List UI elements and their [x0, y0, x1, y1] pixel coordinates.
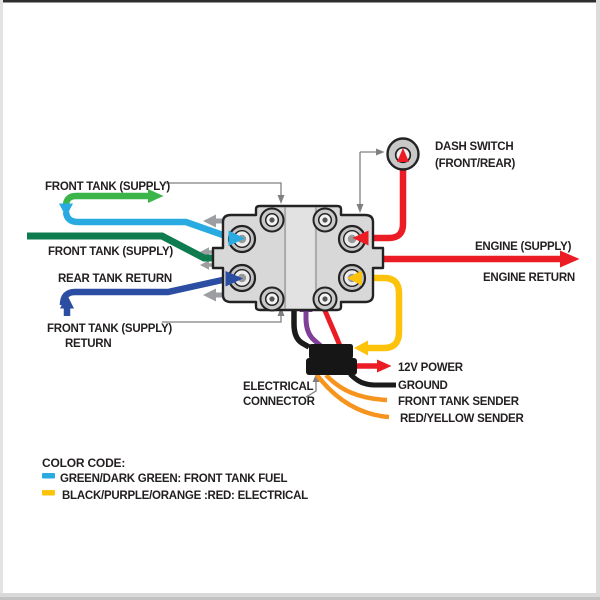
- label-12v-power: 12V POWER: [398, 362, 464, 374]
- wire-orange-red-yellow-sender: [315, 373, 390, 420]
- label-front-tank-return-line2: RETURN: [65, 338, 111, 350]
- wire-purple-valve-to-connector: [303, 305, 324, 349]
- label-electrical-line1: ELECTRICAL: [243, 381, 314, 393]
- frame-bottom-edge: [0, 593, 600, 600]
- wire-black-ground: [348, 372, 396, 388]
- wire-darkgreen-front-supply: [27, 232, 216, 262]
- label-ground: GROUND: [398, 380, 448, 392]
- valve-ports: [227, 224, 367, 293]
- label-dash-switch-line1: DASH SWITCH: [435, 141, 513, 153]
- selector-valve: [211, 204, 385, 312]
- green-arrowhead-right: [148, 189, 164, 203]
- screw-top-left: [259, 207, 285, 233]
- wires: [27, 158, 561, 420]
- label-engine-return: ENGINE RETURN: [483, 272, 575, 284]
- label-dash-switch-line2: (FRONT/REAR): [435, 158, 515, 170]
- screw-bottom-right: [312, 286, 338, 312]
- blue-arrowhead-up: [60, 294, 74, 309]
- legend-swatch-cyan: [42, 473, 55, 479]
- port-rear-return: [227, 263, 257, 293]
- wire-red-dash-switch: [368, 158, 407, 242]
- wire-orange-front-sender: [324, 373, 388, 403]
- label-engine-supply: ENGINE (SUPPLY): [475, 241, 572, 253]
- electrical-connector: [306, 344, 357, 375]
- label-front-tank-return-line1: FRONT TANK (SUPPLY): [47, 323, 172, 335]
- legend-item-front-tank-fuel: GREEN/DARK GREEN: FRONT TANK FUEL: [60, 473, 288, 485]
- gray-arrow-top-left: [203, 214, 233, 228]
- screw-bottom-left: [259, 286, 285, 312]
- pointer-front-supply-line: [166, 182, 282, 196]
- valve-center-band: [286, 207, 315, 309]
- pointer-lines: [162, 151, 376, 398]
- pointer-connector-line: [305, 381, 317, 398]
- connector-top-block: [309, 344, 353, 359]
- red-arrowhead-switch-overlay: [397, 148, 409, 162]
- screw-top-right: [312, 207, 338, 233]
- cyan-arrowhead-down: [59, 203, 73, 217]
- yellow-arrowhead-overlay: [347, 270, 362, 286]
- gray-flow-arrows: [200, 214, 233, 302]
- blue-arrowhead-overlay: [225, 271, 243, 287]
- legend-swatch-yellow: [42, 490, 55, 496]
- pointer-arrowheads: [277, 148, 385, 382]
- frame-right-edge: [596, 0, 600, 600]
- pointer-arrow-into-valve-top-right: [356, 204, 364, 213]
- label-red-yellow-sender: RED/YELLOW SENDER: [400, 413, 524, 425]
- label-front-tank-supply-top: FRONT TANK (SUPPLY): [45, 181, 170, 193]
- label-rear-tank-return: REAR TANK RETURN: [58, 273, 172, 285]
- wire-green-supply: [62, 192, 149, 207]
- connector-bottom-block: [306, 358, 357, 375]
- pointer-arrow-into-valve-bottom: [277, 307, 285, 316]
- legend-item-electrical: BLACK/PURPLE/ORANGE :RED: ELECTRICAL: [62, 490, 308, 502]
- label-front-tank-supply-mid: FRONT TANK (SUPPLY): [48, 246, 173, 258]
- label-electrical-line2: CONNECTOR: [243, 396, 316, 408]
- wire-black-valve-to-connector: [291, 303, 311, 350]
- pointer-return-line: [162, 316, 282, 323]
- gray-arrow-mid-lower: [200, 260, 219, 270]
- frame-top-edge: [0, 0, 600, 3]
- red-arrowhead-12v: [377, 359, 392, 373]
- gray-arrow-bottom-left: [203, 288, 233, 302]
- port-dash-switch: [337, 224, 367, 254]
- yellow-arrowhead-into-connector: [354, 340, 368, 356]
- wire-yellow-loop: [360, 274, 403, 352]
- pointer-arrow-into-connector: [312, 374, 320, 382]
- frame-bottom-edge-dark: [0, 597, 600, 600]
- valve-screws: [259, 207, 338, 312]
- legend-title: COLOR CODE:: [42, 456, 125, 470]
- frame-left-edge: [0, 0, 3, 600]
- color-code-legend: COLOR CODE: GREEN/DARK GREEN: FRONT TANK…: [42, 456, 308, 502]
- labels: FRONT TANK (SUPPLY) FRONT TANK (SUPPLY) …: [45, 141, 575, 425]
- over-valve-arrowheads: [225, 230, 369, 287]
- pointer-dash-switch-line: [359, 151, 376, 205]
- cyan-arrowhead-overlay: [228, 230, 245, 246]
- red-arrowhead-engine: [560, 250, 580, 268]
- pointer-arrow-into-valve-top: [277, 195, 285, 204]
- pointer-arrow-into-switch: [376, 148, 385, 156]
- label-front-tank-sender: FRONT TANK SENDER: [398, 396, 520, 408]
- dash-switch: [386, 137, 420, 171]
- wire-blue-rear-return: [59, 275, 228, 306]
- red-arrowhead-overlay: [352, 230, 369, 246]
- gray-arrow-mid-upper: [200, 247, 219, 257]
